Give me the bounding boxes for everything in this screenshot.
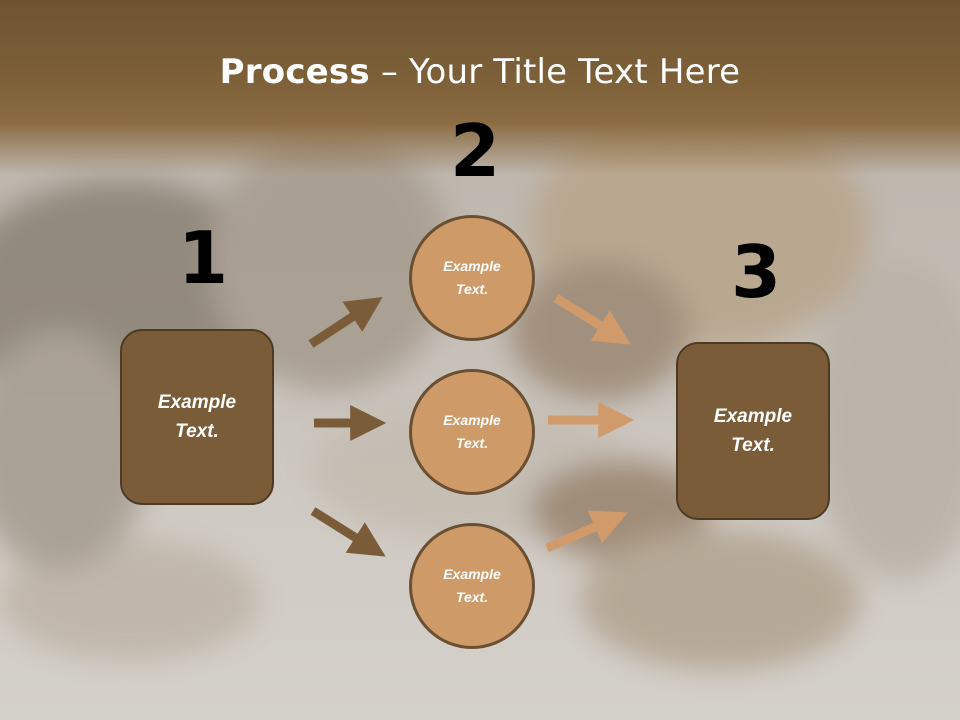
process-circle-top-text: Example Text.: [443, 258, 501, 297]
title-rest: Your Title Text Here: [409, 52, 741, 92]
title-dash: –: [369, 52, 410, 92]
process-box-left-text: Example Text.: [157, 392, 237, 442]
arrow-to-bottom-circle: [310, 507, 386, 557]
step-number-1: 1: [178, 216, 229, 300]
step-number-2: 2: [450, 109, 501, 193]
process-box-right-text: Example Text.: [713, 406, 793, 456]
step-number-3: 3: [731, 230, 782, 314]
process-circle-middle: Example Text.: [409, 369, 535, 495]
title-bold: Process: [219, 52, 370, 92]
arrow-from-top-circle: [553, 294, 631, 345]
slide-title: Process – Your Title Text Here: [0, 52, 960, 92]
arrow-to-top-circle: [308, 297, 383, 348]
title-banner: [0, 0, 960, 175]
process-circle-bottom: Example Text.: [409, 523, 535, 649]
process-circle-bottom-text: Example Text.: [443, 566, 501, 605]
process-box-right: Example Text.: [676, 342, 830, 520]
process-box-left: Example Text.: [120, 329, 274, 505]
arrow-from-bottom-circle: [545, 510, 628, 553]
process-circle-top: Example Text.: [409, 215, 535, 341]
process-circle-middle-text: Example Text.: [443, 412, 501, 451]
